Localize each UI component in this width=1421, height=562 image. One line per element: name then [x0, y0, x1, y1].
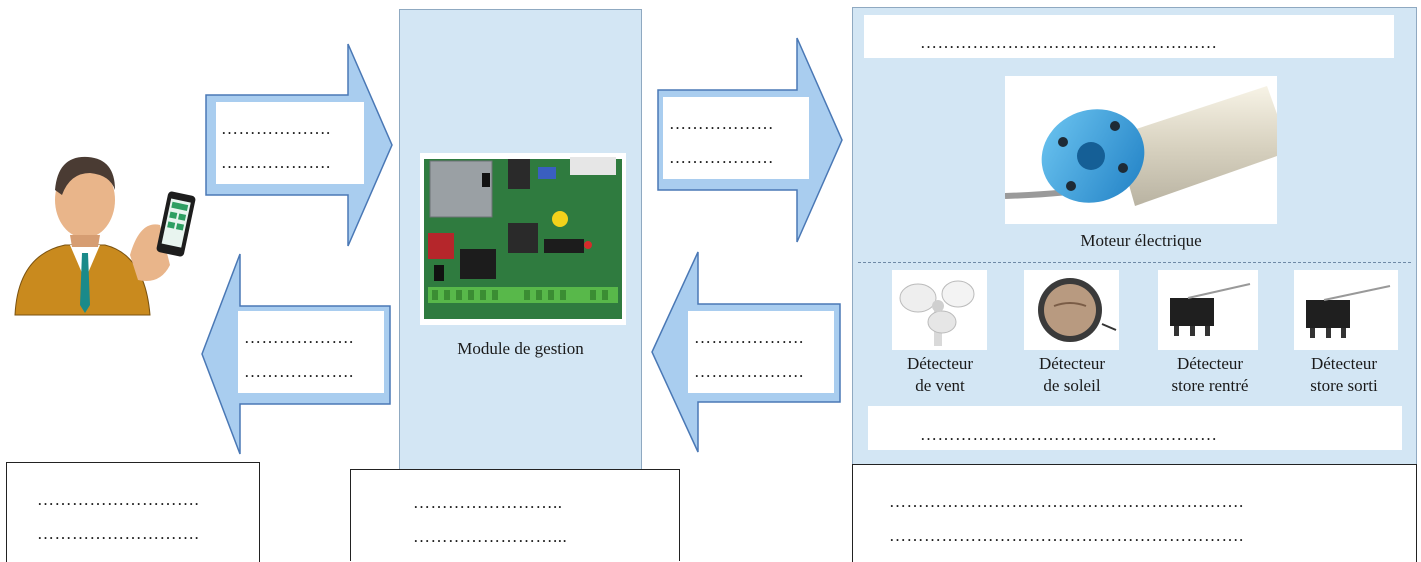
electric-motor-image: [1005, 76, 1277, 224]
sensor-caption-sun: Détecteur de soleil: [1038, 354, 1106, 395]
sensors-label: ……………………………………………: [868, 406, 1402, 450]
actuators-top-label: ……………………………………………: [864, 15, 1394, 58]
arrow-sensors-to-module-label: ………………. ……………….: [688, 311, 834, 393]
arrow-module-to-user-label: ………………. ……………….: [238, 311, 384, 393]
control-board-image: [420, 153, 626, 325]
motor-caption: Moteur électrique: [1080, 231, 1202, 250]
light-sensor-icon: [1024, 270, 1119, 350]
module-caption: Module de gestion: [457, 339, 584, 358]
user-with-smartphone-icon: [10, 145, 200, 320]
anemometer-icon: [892, 270, 987, 350]
actuators-answer-box: ……………………………………………………. …………………………………………………: [852, 464, 1417, 562]
limit-switch-in-icon: [1158, 270, 1258, 350]
sensor-caption-extended: Détecteur store sorti: [1310, 354, 1378, 395]
arrow-user-to-module-label: ………………. ……………….: [216, 102, 364, 184]
module-answer-box: …………………….. ……………………...: [350, 469, 680, 561]
sensor-caption-wind: Détecteur de vent: [906, 354, 974, 395]
limit-switch-out-icon: [1294, 270, 1398, 350]
panel-divider: [858, 262, 1411, 263]
user-answer-box: ………………………. ……………………….: [6, 462, 260, 562]
arrow-module-to-actuators-label: ……………… ………………: [663, 97, 809, 179]
sensor-caption-retracted: Détecteur store rentré: [1171, 354, 1249, 395]
